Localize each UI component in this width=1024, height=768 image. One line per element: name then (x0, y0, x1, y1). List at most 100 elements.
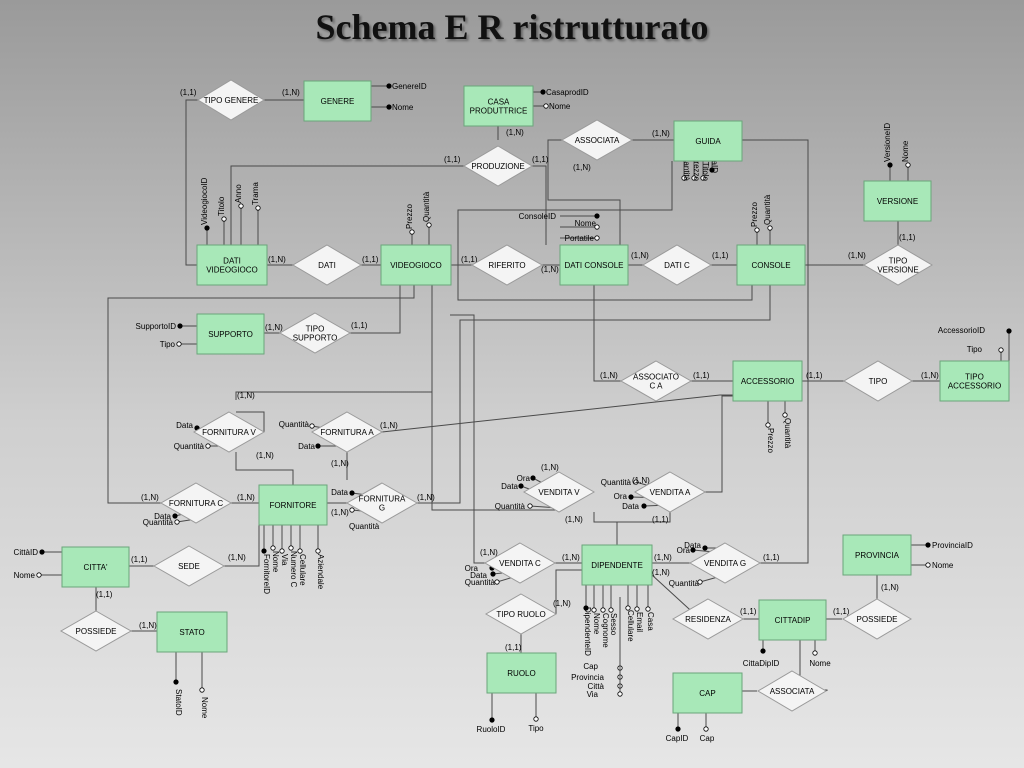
attribute-label: Via (587, 690, 599, 699)
cardinality-label: (1,N) (881, 583, 899, 592)
relationship-label: VENDITA G (704, 559, 746, 568)
attribute-marker (691, 175, 697, 181)
er-edge (457, 161, 753, 301)
entity-citta: CITTA' (61, 546, 130, 588)
attribute-label: Quantità (763, 194, 772, 225)
attribute-label: Quantità (783, 418, 792, 449)
relationship-label: FORNITURA (359, 495, 406, 504)
attribute-label: Data (501, 482, 518, 491)
attribute-label: Cellulare (298, 554, 307, 586)
attribute-marker (349, 507, 355, 513)
relationship-fornitura-a: FORNITURA A (310, 411, 384, 453)
attribute-marker (594, 235, 600, 241)
attribute-label: Prezzo (692, 156, 701, 181)
cardinality-label: (1,N) (600, 371, 618, 380)
entity-label: ACCESSORIO (741, 377, 794, 386)
relationship-label: FORNITURA A (320, 428, 374, 437)
entity-genere: GENERE (303, 80, 372, 122)
attribute: Quantità (763, 194, 773, 245)
key-attribute-marker (583, 605, 589, 611)
key-attribute-marker (540, 89, 546, 95)
attribute-marker (238, 203, 244, 209)
entity-label: CASA (488, 98, 510, 107)
attribute: Quantità (681, 151, 691, 182)
er-edge (381, 394, 733, 433)
er-edge (224, 525, 260, 567)
cardinality-label: (1,N) (282, 88, 300, 97)
attribute-label: Nome (932, 561, 954, 570)
entity-label: CAP (699, 689, 715, 698)
cardinality-label: (1,N) (417, 493, 435, 502)
er-edge (547, 139, 621, 245)
attribute-label: Nome (901, 140, 910, 162)
cardinality-label: (1,1) (444, 155, 461, 164)
entity-label: GENERE (321, 97, 355, 106)
attribute-label: RuoloID (477, 725, 506, 734)
attribute-label: Anno (234, 184, 243, 203)
attribute-label: Data (331, 488, 348, 497)
cardinality-label: (1,N) (652, 129, 670, 138)
relationship-label: VENDITA C (499, 559, 541, 568)
relationship-label: SUPPORTO (293, 334, 338, 343)
entity-label: RUOLO (507, 669, 535, 678)
cardinality-label: (1,N) (573, 163, 591, 172)
attribute: VideogiocoID (200, 177, 210, 245)
attribute: Quantità (782, 401, 792, 449)
attribute-label: Nome (549, 102, 571, 111)
attribute: Nome (560, 219, 600, 230)
attribute: Prezzo (765, 401, 775, 453)
attribute-label: Quantità (143, 518, 174, 527)
attribute: Quantità (669, 574, 726, 588)
relationship-label: PRODUZIONE (471, 162, 524, 171)
attribute-marker (617, 691, 623, 697)
relationship-label: SEDE (178, 562, 200, 571)
attribute: Sesso (608, 585, 618, 636)
relationship-label: VENDITA A (650, 488, 691, 497)
entity-label: VERSIONE (877, 197, 918, 206)
key-attribute-marker (261, 548, 267, 554)
relationship-label: RESIDENZA (685, 615, 731, 624)
attribute: Email (634, 585, 644, 632)
cardinality-label: (1,N) (565, 515, 583, 524)
cardinality-label: (1,N) (228, 553, 246, 562)
key-attribute-marker (641, 503, 647, 509)
relationship-label: VENDITA V (538, 488, 580, 497)
attribute: Cap (700, 713, 715, 743)
attribute-label: Tipo (160, 340, 176, 349)
key-attribute-marker (489, 717, 495, 723)
attribute-label: CapID (666, 734, 689, 743)
attribute: Tipo (528, 693, 544, 733)
attribute-marker (591, 607, 597, 613)
attribute-label: Casa (646, 612, 655, 631)
relationship-label: TIPO RUOLO (496, 610, 545, 619)
attribute: Quantità (422, 191, 432, 245)
cardinality-label: (1,N) (139, 621, 157, 630)
page-title: Schema E R ristrutturato (315, 7, 709, 47)
attribute-label: Data (684, 541, 701, 550)
attribute-label: AccessorioID (938, 326, 985, 335)
key-attribute-marker (172, 513, 178, 519)
key-attribute-marker (177, 323, 183, 329)
relationship-label: POSSIEDE (76, 627, 117, 636)
entity-videogioco: VIDEOGIOCO (380, 244, 452, 286)
cardinality-label: (1,1) (763, 553, 780, 562)
cardinality-label: (1,1) (180, 88, 197, 97)
attribute-label: Nome (14, 571, 36, 580)
relationship-label: ASSOCIATA (770, 687, 815, 696)
attribute-marker (633, 479, 639, 485)
attribute: SupportoID (136, 322, 197, 331)
attribute: Cognome (600, 585, 610, 648)
attribute-label: Città (588, 682, 605, 691)
relationship-label: TIPO (889, 257, 908, 266)
entity-label: VIDEOGIOCO (390, 261, 442, 270)
attribute-marker (221, 216, 227, 222)
attribute-label: Ora (677, 546, 691, 555)
attribute-marker (533, 716, 539, 722)
attribute-marker (765, 422, 771, 428)
attribute-label: Provincia (571, 673, 604, 682)
attribute: Nome (911, 561, 954, 570)
attribute-marker (925, 562, 931, 568)
